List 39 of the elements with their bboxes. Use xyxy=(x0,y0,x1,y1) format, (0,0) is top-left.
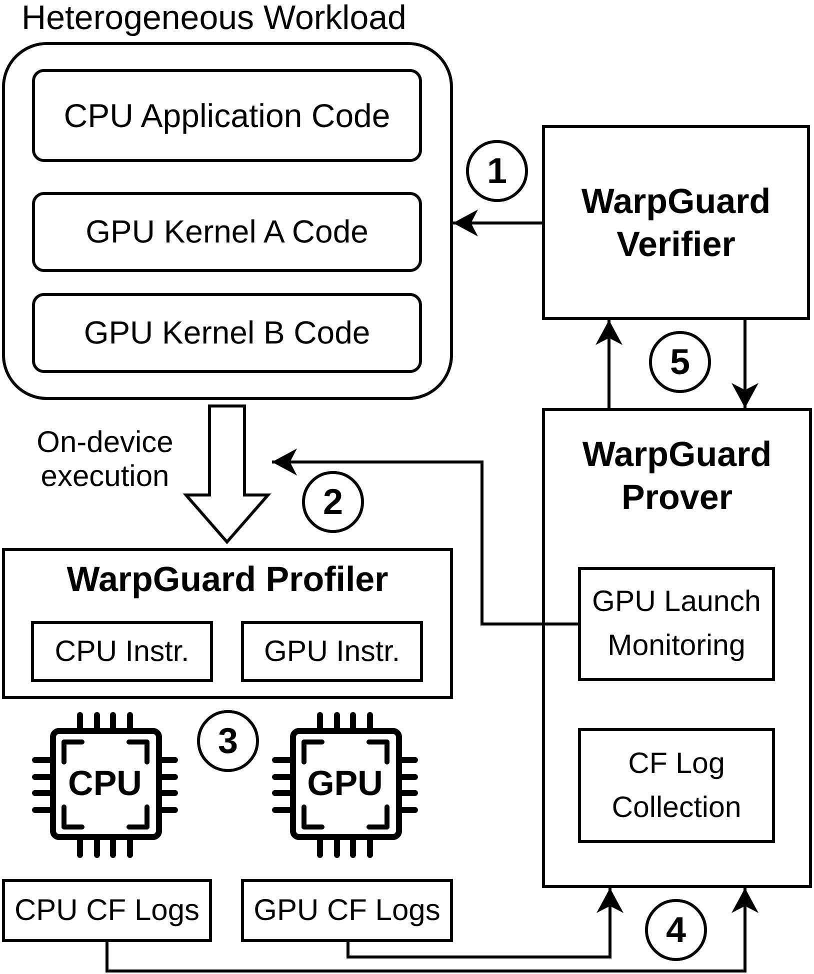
box-label: GPU Kernel B Code xyxy=(84,314,370,352)
arrow xyxy=(346,888,624,958)
code-box xyxy=(32,69,422,162)
box-label: GPU Instr. xyxy=(264,634,400,668)
step-number: 5 xyxy=(649,331,711,393)
step-number: 1 xyxy=(466,140,528,202)
chip-label: GPU xyxy=(307,764,383,804)
step-number: 4 xyxy=(645,899,707,961)
box-label: GPU Launch Monitoring xyxy=(591,584,762,664)
box-label: CPU CF Logs xyxy=(14,893,200,928)
module-box xyxy=(578,728,775,843)
component-title: WarpGuard Profiler xyxy=(66,560,388,600)
group-title: Heterogeneous Workload xyxy=(22,0,406,34)
component-box xyxy=(2,548,453,699)
box-label: GPU Kernel A Code xyxy=(86,214,368,250)
log-box xyxy=(241,879,453,942)
chip-label: CPU xyxy=(68,764,142,804)
box-label: GPU CF Logs xyxy=(254,893,440,928)
arrow xyxy=(272,448,578,626)
code-box xyxy=(32,192,422,272)
component-box xyxy=(542,408,812,888)
component-title: WarpGuard Prover xyxy=(581,434,773,519)
arrow xyxy=(453,210,542,236)
step-number: 2 xyxy=(302,471,364,533)
component-title: WarpGuard Verifier xyxy=(580,180,772,266)
arrow xyxy=(732,320,758,408)
module-box xyxy=(578,567,775,681)
log-box xyxy=(2,879,212,942)
module-box xyxy=(31,621,213,682)
code-box xyxy=(32,293,422,373)
box-label: CF Log Collection xyxy=(610,746,742,826)
component-box xyxy=(542,125,810,320)
box-label: CPU Instr. xyxy=(54,634,190,668)
box-label: CPU Application Code xyxy=(64,96,390,134)
arrow xyxy=(596,320,622,408)
block-arrow xyxy=(182,404,272,544)
module-box xyxy=(241,621,423,682)
arrow xyxy=(106,888,758,972)
step-number: 3 xyxy=(197,710,259,772)
